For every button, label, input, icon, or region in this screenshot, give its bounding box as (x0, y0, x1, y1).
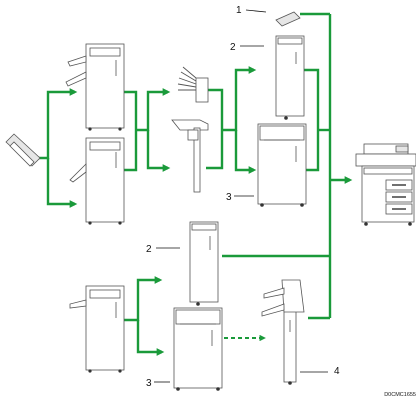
flow-connectors (38, 12, 353, 356)
flow-line-to-tray (146, 130, 171, 172)
banner-sheet-tray (275, 11, 301, 27)
flow-line-finisher-upper-out (124, 90, 138, 130)
lct-upper (275, 35, 305, 120)
flow-line-bottom-finisher-out (124, 276, 163, 322)
flow-line-punch-to-lower-finisher (46, 158, 78, 208)
punch-unit (5, 133, 41, 167)
callout-label-4: 4 (334, 366, 340, 377)
lct-wide-lower (173, 307, 223, 391)
flow-line-finisher-lower-out (124, 130, 138, 172)
bridge-stand (171, 119, 209, 193)
finisher-lower (69, 137, 125, 225)
flow-line-lct-lower-out (304, 130, 320, 172)
flow-line-lct-upper-out (304, 68, 320, 130)
mailbox (177, 66, 209, 103)
stacker-unit (261, 279, 305, 385)
callout-label-3-lower: 3 (146, 378, 152, 389)
diagram-code: D0CMC1655 (384, 392, 416, 398)
flow-line-options-out (208, 88, 224, 130)
flow-line-bottom-finisher-lower (136, 320, 165, 356)
callout-label-3-upper: 3 (226, 192, 232, 203)
finisher-upper (65, 43, 125, 131)
flow-line-tray-out (206, 130, 224, 170)
callout-label-2-middle: 2 (146, 244, 152, 255)
flow-line-punch-to-finishers (38, 88, 78, 160)
leader-line-1 (245, 9, 267, 13)
finisher-bottom (69, 285, 125, 373)
callout-label-1: 1 (236, 5, 242, 16)
lct-middle (189, 221, 219, 306)
printer-main-unit (355, 143, 416, 226)
flow-line-to-lct-upper (222, 66, 257, 132)
flow-line-to-mailbox (136, 88, 171, 132)
lct-wide-upper (257, 123, 307, 207)
callout-label-2-upper: 2 (230, 42, 236, 53)
flow-line-to-lct-lower (234, 130, 257, 174)
